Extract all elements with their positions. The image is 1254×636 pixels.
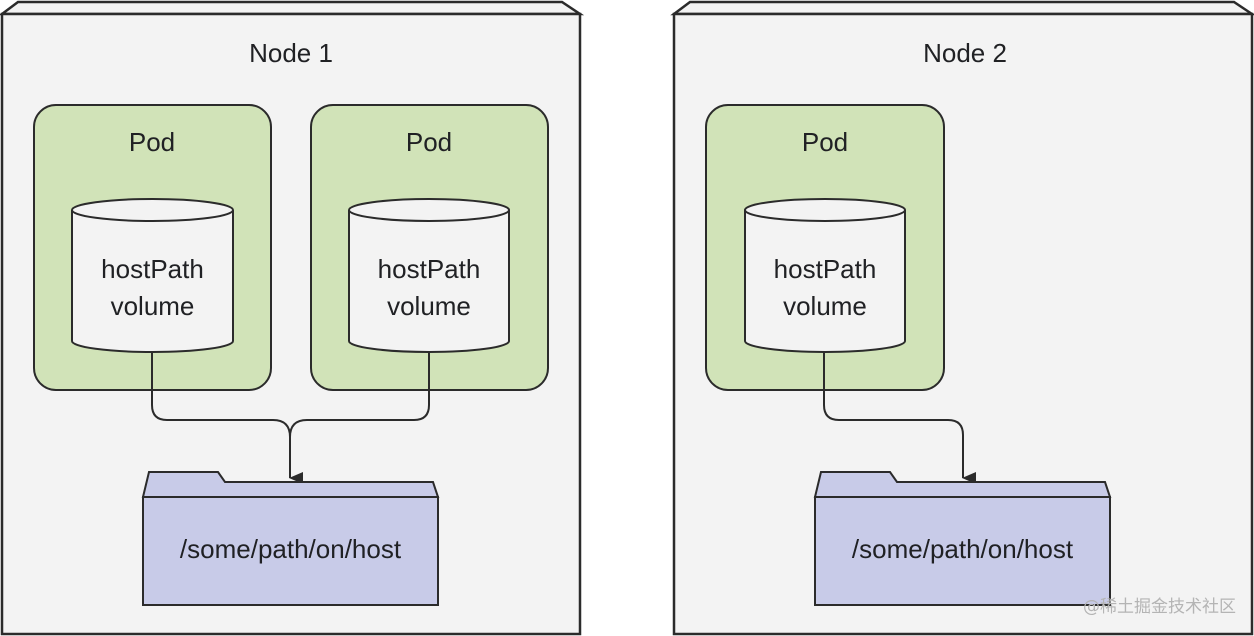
node-2-title: Node 2 [923, 38, 1007, 68]
node-2: Node 2 Pod hostPath volume /some/path/on… [670, 0, 1254, 636]
pod-2: Pod hostPath volume [310, 104, 549, 391]
node-1: Node 1 Pod hostPath volume Pod hostPath … [0, 0, 585, 636]
pod-1: Pod hostPath volume [33, 104, 272, 391]
pod-1-title: Pod [129, 127, 175, 157]
volume-label-line1: hostPath [774, 254, 877, 284]
volume-cylinder-top [744, 198, 906, 222]
pod-2-hostpath-volume: hostPath volume [348, 198, 510, 353]
node-2-bevel [670, 0, 1254, 16]
pod-3-hostpath-volume: hostPath volume [744, 198, 906, 353]
volume-label-line2: volume [387, 291, 471, 321]
volume-cylinder-top [348, 198, 510, 222]
host-path-label: /some/path/on/host [852, 534, 1074, 564]
folder-body [142, 496, 439, 606]
connector-pod-2-to-host-path [289, 352, 430, 438]
pod-3: Pod hostPath volume [705, 104, 945, 391]
host-path-label: /some/path/on/host [180, 534, 402, 564]
pod-3-title: Pod [802, 127, 848, 157]
host-path-folder-1: /some/path/on/host [141, 471, 440, 606]
watermark: @稀土掘金技术社区 [1083, 597, 1236, 617]
volume-cylinder-top [71, 198, 234, 222]
volume-label-line2: volume [783, 291, 867, 321]
connector-pod-3-to-host-path [823, 352, 976, 484]
node-1-bevel [0, 0, 585, 16]
volume-label-line1: hostPath [378, 254, 481, 284]
host-path-folder-2: /some/path/on/host [813, 471, 1112, 606]
pod-1-hostpath-volume: hostPath volume [71, 198, 234, 353]
volume-label-line2: volume [111, 291, 195, 321]
node-1-title: Node 1 [249, 38, 333, 68]
volume-label-line1: hostPath [101, 254, 204, 284]
folder-body [814, 496, 1111, 606]
connector-pod-1-to-host-path [151, 352, 303, 484]
pod-2-title: Pod [406, 127, 452, 157]
